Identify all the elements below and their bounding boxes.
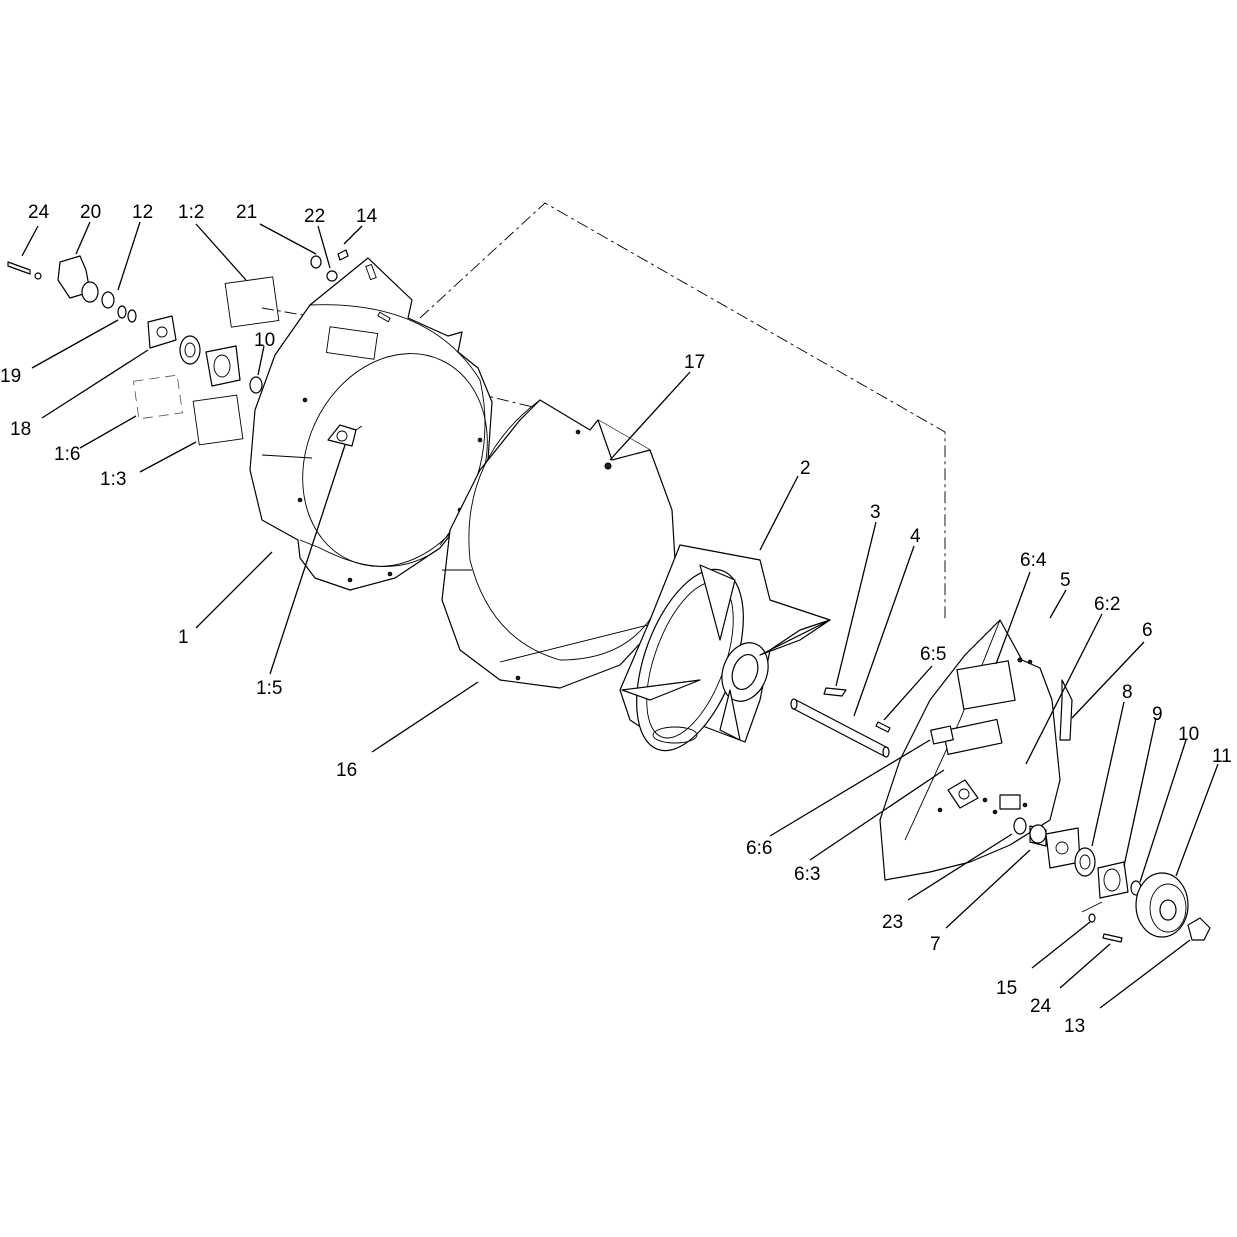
flange-left (205, 345, 241, 387)
key-part-3 (823, 687, 847, 697)
callout-8: 8 (1122, 682, 1133, 703)
callout-16: 16 (336, 760, 357, 781)
callout-14: 14 (356, 206, 378, 227)
callout-10b: 10 (1178, 724, 1199, 745)
callout-5: 5 (1060, 570, 1071, 591)
decal-part-1-2 (224, 276, 280, 328)
plate-part-18 (147, 315, 177, 349)
bolt-part-24b (1102, 933, 1123, 943)
callout-24: 24 (28, 202, 50, 223)
callout-17: 17 (684, 352, 705, 373)
callout-10: 10 (254, 330, 275, 351)
callout-12: 12 (132, 202, 153, 223)
callout-24b: 24 (1030, 996, 1052, 1017)
right-hardware (1013, 817, 1211, 943)
washer-part-22 (326, 270, 338, 282)
callout-labels: 24 20 12 1:2 21 22 14 17 10 19 18 1:6 1:… (0, 202, 1232, 1037)
side-plate-part-6 (879, 619, 1073, 881)
callout-1-5: 1:5 (256, 678, 282, 699)
washer-part-10a (249, 376, 263, 394)
screw-part-14 (337, 249, 349, 261)
callout-6-2: 6:2 (1094, 594, 1120, 615)
housing-part-1 (249, 257, 493, 591)
callout-7: 7 (930, 934, 941, 955)
callout-4: 4 (910, 526, 921, 547)
callout-22: 22 (304, 206, 325, 227)
bearing-part-18b (179, 335, 201, 365)
washer-part-12 (101, 291, 115, 309)
callout-1-2: 1:2 (178, 202, 204, 223)
callout-6-3: 6:3 (794, 864, 820, 885)
impeller-part-2 (619, 544, 831, 752)
bearing-part-8 (1074, 847, 1096, 877)
scroll-band-part-16 (441, 399, 676, 689)
callout-18: 18 (10, 419, 31, 440)
flange-part-9 (1097, 861, 1129, 899)
callout-6-4: 6:4 (1020, 550, 1047, 571)
decal-part-1-6 (133, 374, 183, 420)
decal-part-1-3 (192, 394, 244, 446)
callout-19: 19 (0, 366, 21, 387)
callout-21: 21 (236, 202, 257, 223)
callout-2: 2 (800, 458, 811, 479)
callout-20: 20 (80, 202, 101, 223)
left-hardware (7, 249, 349, 446)
callout-6-6: 6:6 (746, 838, 772, 859)
callout-6-5: 6:5 (920, 644, 946, 665)
callout-15: 15 (996, 978, 1017, 999)
nut-part-13 (1187, 917, 1211, 941)
leader-lines (21, 221, 1219, 1009)
callout-3: 3 (870, 502, 881, 523)
callout-9: 9 (1152, 704, 1163, 725)
callout-1-3: 1:3 (100, 469, 126, 490)
bolt-part-24a (7, 261, 31, 275)
callout-1: 1 (178, 627, 189, 648)
washer-part-23 (1013, 817, 1027, 835)
callout-23: 23 (882, 912, 903, 933)
nut-part-21 (310, 255, 322, 269)
callout-13: 13 (1064, 1016, 1085, 1037)
washer-part-19 (127, 309, 137, 323)
spacer-part-7 (1029, 824, 1047, 844)
callout-6: 6 (1142, 620, 1153, 641)
shaft-part-4 (790, 698, 890, 758)
callout-11: 11 (1212, 746, 1232, 767)
lockwasher-part-15 (1088, 913, 1096, 923)
pin-part-6-5 (875, 721, 891, 733)
callout-1-6: 1:6 (54, 444, 80, 465)
